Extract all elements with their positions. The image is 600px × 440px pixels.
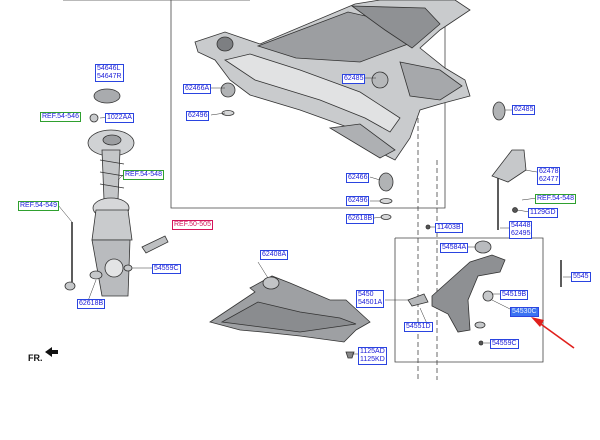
part-label-5450-54501a[interactable]: 5450 54501A — [356, 290, 385, 308]
part-label-54448-62495[interactable]: 54448 62495 — [509, 221, 533, 239]
part-label-62466a[interactable]: 62466A — [183, 84, 212, 94]
part-number-62478: 62478 — [539, 168, 559, 175]
ref-link-54-548[interactable]: REF.54-548 — [123, 170, 164, 180]
part-number-54647: 54647R — [97, 73, 122, 80]
ref-link-54-548-right[interactable]: REF.54-548 — [535, 194, 576, 204]
part-number-54501a: 54501A — [358, 299, 383, 306]
part-label-54530c-highlighted[interactable]: 54530C — [510, 307, 539, 317]
part-label-54519b[interactable]: 54519B — [500, 290, 529, 300]
ref-link-54-549[interactable]: REF.54-549 — [18, 201, 59, 211]
part-label-62466[interactable]: 62466 — [346, 173, 370, 183]
part-label-1129gd[interactable]: 1129GD — [528, 208, 558, 218]
part-number-1125kd: 1125KD — [360, 356, 385, 363]
lower-control-arm — [407, 149, 562, 346]
front-arrow-icon — [45, 347, 58, 357]
part-label-62408a[interactable]: 62408A — [260, 250, 289, 260]
part-number-54448: 54448 — [511, 222, 531, 229]
part-label-1125ad-1125kd[interactable]: 1125AD 1125KD — [358, 347, 387, 365]
part-label-1022aa[interactable]: 1022AA — [105, 113, 134, 123]
part-label-62618b-subframe[interactable]: 62618B — [346, 214, 375, 224]
part-number-54646: 54646L — [97, 65, 121, 72]
front-orientation-label: FR. — [28, 353, 43, 363]
ref-link-54-546[interactable]: REF.54-546 — [40, 112, 81, 122]
part-label-54584a[interactable]: 54584A — [440, 243, 469, 253]
part-label-62485-right[interactable]: 62485 — [512, 105, 536, 115]
part-label-54559c-arm[interactable]: 54559C — [490, 339, 519, 349]
part-number-62477: 62477 — [539, 176, 559, 183]
part-label-62485-left[interactable]: 62485 — [342, 74, 366, 84]
part-number-5450: 5450 — [358, 291, 374, 298]
part-label-5545[interactable]: 5545 — [571, 272, 591, 282]
part-label-62618b-strut[interactable]: 62618B — [77, 299, 106, 309]
part-label-62478-62477[interactable]: 62478 62477 — [537, 167, 561, 185]
part-label-54646-54647[interactable]: 54646L 54647R — [95, 64, 124, 82]
skid-plate — [209, 275, 371, 359]
part-label-62496-upper[interactable]: 62496 — [186, 111, 210, 121]
part-label-54559c-strut[interactable]: 54559C — [152, 264, 181, 274]
subframe-crossmember — [194, 0, 506, 220]
part-label-62496-lower[interactable]: 62496 — [346, 196, 370, 206]
part-number-62495: 62495 — [511, 230, 531, 237]
red-pointer-arrow — [531, 317, 575, 349]
part-number-1125ad: 1125AD — [360, 348, 385, 355]
part-label-54551d[interactable]: 54551D — [404, 322, 433, 332]
ref-link-50-505[interactable]: REF.50-505 — [172, 220, 213, 230]
part-label-11403b[interactable]: 11403B — [435, 223, 463, 233]
strut-assembly — [64, 88, 169, 297]
